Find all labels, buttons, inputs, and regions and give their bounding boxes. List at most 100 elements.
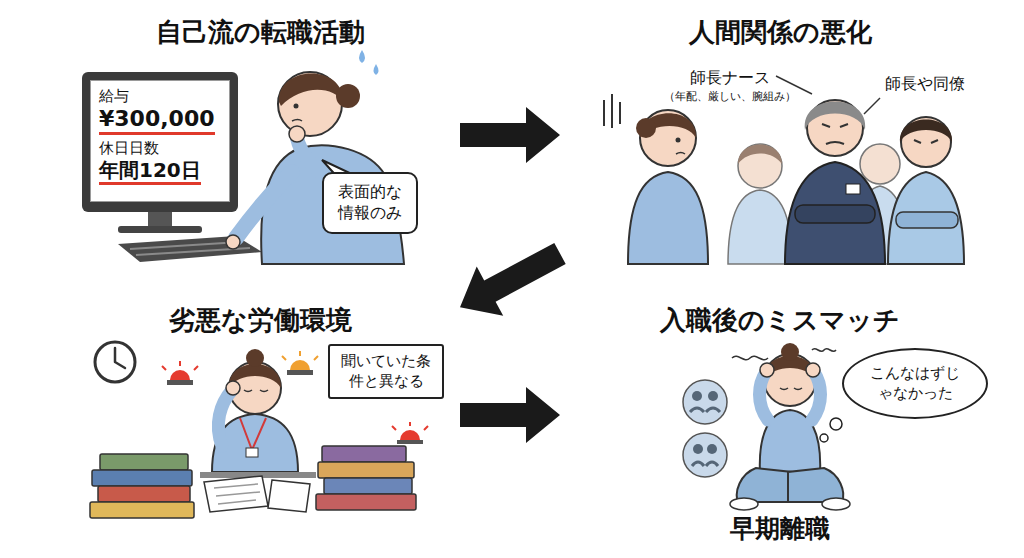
clock-symbol [95,342,135,382]
illustration-part [805,102,866,131]
bubble-text: 聞いていた条件と異なる [338,352,434,391]
illustration-part [289,126,305,142]
keyboard-symbol [118,236,262,262]
illustration-part [760,372,769,420]
panel-heading: 自己流の転職活動 [60,16,460,49]
label-anchor: 師長や同僚 [870,74,980,94]
illustration-part [846,184,860,194]
illustration-part [290,360,310,370]
illustration-part [244,390,268,392]
illustration-part [226,235,240,249]
flow-arrow [460,107,560,163]
illustration-part [162,361,198,370]
field-label: 休日日数 [99,139,221,158]
illustration-part [90,502,194,518]
stage-panel: 自己流の転職活動給与¥300,000休日日数年間120日表面的な情報のみ [60,0,460,270]
illustration-part [795,205,875,223]
worry-icon [683,380,727,477]
illustration-part [780,388,802,390]
illustration-part [392,422,428,430]
bubble-text: こんなはずじゃなかった [864,364,966,403]
illustration-part [900,120,952,143]
illustration-part [781,343,799,361]
illustration-part [822,124,848,127]
annotation-label: （年配、厳しい、腕組み） [655,90,805,104]
illustration-part [400,430,420,440]
illustration-part [683,380,727,424]
illustration-part [268,480,310,512]
thought-bubble: こんなはずじゃなかった [842,348,988,419]
illustration-part [760,363,774,377]
illustration-part [864,98,880,114]
illustration-part [324,478,412,494]
illustration-part [738,144,782,188]
illustration-part [693,444,703,454]
illustration-part [914,140,938,143]
bubble-text: 表面的な情報のみ [336,182,404,224]
illustration-part [830,418,842,430]
illustration-part [167,380,193,385]
flow-arrow [460,387,560,443]
illustration-part [287,370,313,375]
illustration-part [728,190,792,264]
illustration-part [226,381,240,395]
illustration-part [170,370,190,380]
coworker-figure [888,117,964,264]
illustration-part [218,390,232,446]
illustration-part [294,104,299,109]
illustration-part [98,486,190,502]
illustration-part [707,444,717,454]
illustration-part [322,446,406,462]
illustration-part [95,342,135,382]
panel-heading: 入職後のミスマッチ [560,304,1000,337]
illustration-part [676,153,685,155]
speech-bubble: 表面的な情報のみ [322,172,418,234]
illustration-part [692,462,718,466]
illustration-part [732,356,768,359]
illustration-part [279,73,343,106]
flow-arrow [460,243,566,316]
illustration-part [100,454,188,470]
annotation-label: 師長や同僚 [870,74,980,94]
illustration-part [336,84,360,108]
illustration-part [214,484,260,504]
illustration-part [860,144,900,184]
illustration-part [738,145,782,165]
panel-heading: 劣悪な労働環境 [60,304,460,337]
illustration-part [690,408,720,412]
illustration-part [292,120,302,122]
illustration-part [812,349,836,352]
worry-lines [604,94,620,128]
illustration-part [692,391,702,401]
illustration-part [246,448,258,457]
illustration-part [636,118,656,138]
illustration-part [118,236,262,262]
sad-nurse-figure [628,110,708,264]
field-value: ¥300,000 [99,106,215,135]
illustration-part [316,494,416,510]
illustration-part [359,50,365,63]
tired-nurse-figure [200,349,316,512]
illustration-part [822,498,850,510]
illustration-part [806,363,820,377]
field-label: 給与 [99,87,221,106]
illustration-part [246,349,264,367]
illustration-part [888,172,964,264]
label-anchor: 師長ナース [665,68,795,88]
illustration-part [820,434,828,442]
illustration-part [204,476,268,512]
book-stack [90,446,416,518]
illustration-part [788,468,843,502]
illustration-part [297,138,330,178]
panel-heading: 人間関係の悪化 [560,16,1000,49]
stage-panel: 人間関係の悪化 [560,0,1000,270]
illustration-part [92,470,192,486]
illustration-part [812,372,821,420]
illustration-part [282,351,318,360]
illustration-part [397,440,423,444]
illustration-part [785,162,885,264]
illustration-part [896,212,958,228]
illustration-part [236,172,292,238]
illustration-part [82,72,238,212]
